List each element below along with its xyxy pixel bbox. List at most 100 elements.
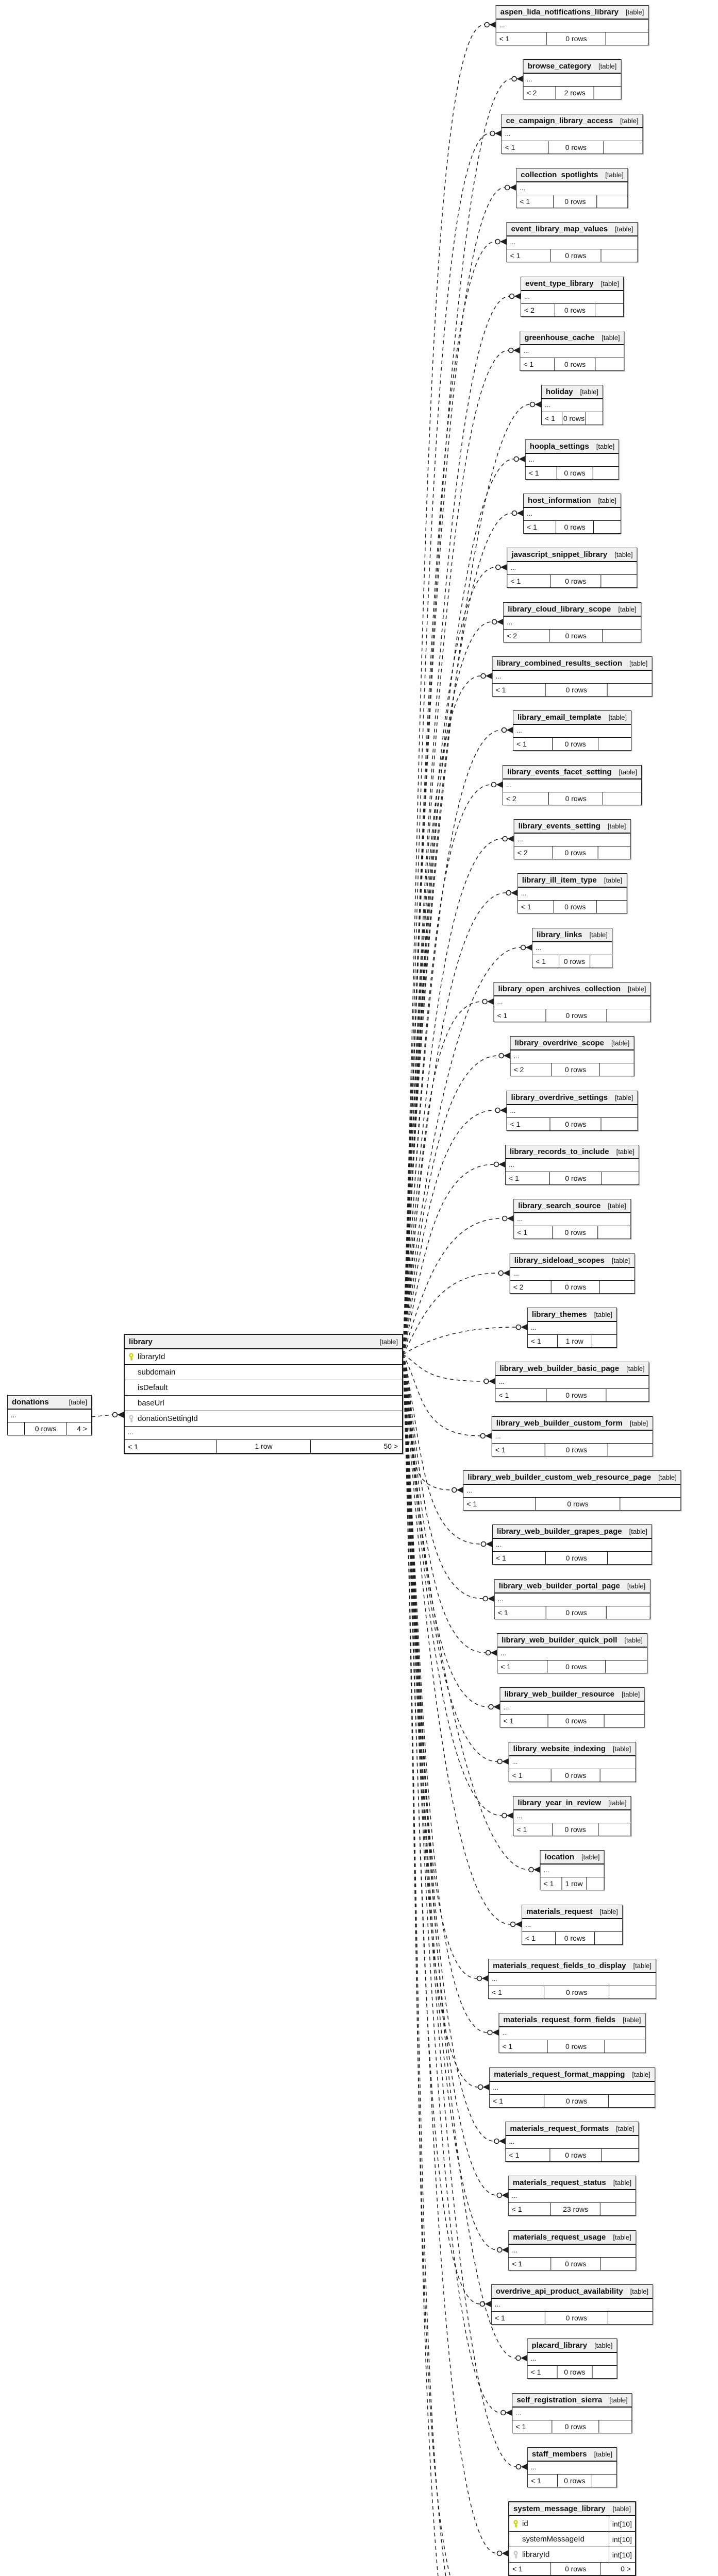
table-name[interactable]: donations: [12, 1398, 49, 1406]
table-node-greenhouse_cache[interactable]: greenhouse_cache [table] ... < 1 0 rows: [520, 331, 624, 371]
table-node-self_registration_sierra[interactable]: self_registration_sierra [table] ... < 1…: [512, 2393, 632, 2433]
table-name[interactable]: event_library_map_values: [511, 225, 608, 233]
table-node-browse_category[interactable]: browse_category [table] ... < 2 2 rows: [523, 59, 622, 99]
table-node-library_year_in_review[interactable]: library_year_in_review [table] ... < 1 0…: [513, 1796, 631, 1836]
table-node-event_type_library[interactable]: event_type_library [table] ... < 2 0 row…: [521, 277, 624, 317]
table-name[interactable]: host_information: [528, 496, 591, 505]
table-node-library_overdrive_scope[interactable]: library_overdrive_scope [table] ... < 2 …: [510, 1036, 634, 1076]
table-node-library_ill_item_type[interactable]: library_ill_item_type [table] ... < 1 0 …: [517, 873, 627, 913]
table-node-library_themes[interactable]: library_themes [table] ... < 1 1 row: [527, 1308, 617, 1348]
table-name[interactable]: library_web_builder_custom_web_resource_…: [467, 1473, 651, 1482]
table-node-library_cloud_library_scope[interactable]: library_cloud_library_scope [table] ... …: [503, 602, 641, 642]
table-node-library_website_indexing[interactable]: library_website_indexing [table] ... < 1…: [509, 1742, 636, 1782]
table-name[interactable]: materials_request_status: [513, 2178, 606, 2187]
table-node-collection_spotlights[interactable]: collection_spotlights [table] ... < 1 0 …: [516, 168, 628, 208]
table-node-library[interactable]: library [table] libraryId subdomain isDe…: [124, 1334, 403, 1454]
table-name[interactable]: library: [129, 1337, 153, 1346]
table-node-library_open_archives_collection[interactable]: library_open_archives_collection [table]…: [493, 982, 650, 1022]
table-name[interactable]: library_open_archives_collection: [498, 985, 621, 993]
table-name[interactable]: self_registration_sierra: [516, 2396, 602, 2404]
table-node-library_web_builder_basic_page[interactable]: library_web_builder_basic_page [table] .…: [495, 1362, 649, 1402]
table-name[interactable]: library_ill_item_type: [522, 876, 597, 885]
table-name[interactable]: library_email_template: [517, 713, 602, 722]
table-node-library_email_template[interactable]: library_email_template [table] ... < 1 0…: [513, 710, 631, 751]
table-name[interactable]: library_events_setting: [519, 822, 600, 831]
table-node-staff_members[interactable]: staff_members [table] ... < 1 0 rows: [527, 2447, 617, 2487]
table-name[interactable]: library_web_builder_custom_form: [496, 1419, 623, 1428]
table-node-location[interactable]: location [table] ... < 1 1 row: [540, 1850, 605, 1890]
table-node-host_information[interactable]: host_information [table] ... < 1 0 rows: [523, 494, 621, 534]
table-name[interactable]: greenhouse_cache: [524, 333, 594, 342]
table-name[interactable]: hoopla_settings: [530, 442, 589, 451]
table-node-library_web_builder_portal_page[interactable]: library_web_builder_portal_page [table] …: [494, 1579, 650, 1619]
table-node-library_web_builder_custom_form[interactable]: library_web_builder_custom_form [table] …: [492, 1416, 653, 1456]
table-name[interactable]: materials_request_formats: [510, 2124, 609, 2133]
table-name[interactable]: materials_request_format_mapping: [494, 2070, 625, 2079]
table-node-hoopla_settings[interactable]: hoopla_settings [table] ... < 1 0 rows: [525, 439, 619, 480]
table-name[interactable]: event_type_library: [525, 279, 594, 288]
table-name[interactable]: library_cloud_library_scope: [508, 605, 611, 614]
table-node-overdrive_api_product_availability[interactable]: overdrive_api_product_availability [tabl…: [491, 2284, 653, 2325]
table-node-materials_request_format_mapping[interactable]: materials_request_format_mapping [table]…: [489, 2067, 655, 2108]
table-name[interactable]: library_records_to_include: [510, 1147, 609, 1156]
table-name[interactable]: library_year_in_review: [517, 1799, 601, 1807]
table-name[interactable]: library_website_indexing: [513, 1744, 606, 1753]
table-name[interactable]: browse_category: [528, 62, 591, 71]
table-name[interactable]: holiday: [546, 387, 573, 396]
table-name[interactable]: ce_campaign_library_access: [506, 116, 613, 125]
table-name[interactable]: aspen_lida_notifications_library: [500, 8, 619, 16]
table-node-library_sideload_scopes[interactable]: library_sideload_scopes [table] ... < 2 …: [510, 1253, 635, 1294]
table-node-library_combined_results_section[interactable]: library_combined_results_section [table]…: [492, 656, 653, 697]
table-node-aspen_lida_notifications_library[interactable]: aspen_lida_notifications_library [table]…: [496, 5, 649, 45]
table-node-materials_request_fields_to_display[interactable]: materials_request_fields_to_display [tab…: [488, 1959, 656, 1999]
table-name[interactable]: materials_request_fields_to_display: [493, 1961, 626, 1970]
table-name[interactable]: library_web_builder_resource: [505, 1690, 614, 1699]
table-node-materials_request_usage[interactable]: materials_request_usage [table] ... < 1 …: [508, 2230, 636, 2270]
table-node-donations[interactable]: donations [table] ... 0 rows 4 >: [7, 1395, 92, 1435]
table-node-materials_request_formats[interactable]: materials_request_formats [table] ... < …: [505, 2122, 639, 2162]
table-node-javascript_snippet_library[interactable]: javascript_snippet_library [table] ... <…: [507, 548, 637, 588]
table-node-library_web_builder_custom_web_resource_page[interactable]: library_web_builder_custom_web_resource_…: [463, 1470, 681, 1511]
stats-rowcount: 0 rows: [550, 2258, 600, 2270]
table-name[interactable]: overdrive_api_product_availability: [496, 2287, 623, 2296]
table-node-ce_campaign_library_access[interactable]: ce_campaign_library_access [table] ... <…: [501, 114, 643, 154]
table-node-library_web_builder_quick_poll[interactable]: library_web_builder_quick_poll [table] .…: [497, 1633, 647, 1673]
table-node-library_search_source[interactable]: library_search_source [table] ... < 1 0 …: [513, 1199, 631, 1239]
table-name[interactable]: location: [545, 1853, 575, 1861]
table-name[interactable]: library_events_facet_setting: [507, 768, 612, 776]
table-name[interactable]: library_overdrive_settings: [511, 1093, 608, 1102]
table-name[interactable]: javascript_snippet_library: [511, 550, 607, 559]
table-node-event_library_map_values[interactable]: event_library_map_values [table] ... < 1…: [506, 222, 638, 262]
table-node-library_events_facet_setting[interactable]: library_events_facet_setting [table] ...…: [503, 765, 642, 805]
table-name[interactable]: collection_spotlights: [521, 171, 598, 179]
table-node-library_overdrive_settings[interactable]: library_overdrive_settings [table] ... <…: [506, 1091, 638, 1131]
table-name[interactable]: library_web_builder_quick_poll: [502, 1636, 617, 1645]
stats-rowcount: 0 rows: [550, 575, 600, 587]
table-node-library_links[interactable]: library_links [table] ... < 1 0 rows: [532, 928, 612, 968]
table-name[interactable]: library_themes: [532, 1310, 587, 1319]
table-name[interactable]: materials_request: [526, 1907, 592, 1916]
table-name[interactable]: materials_request_usage: [513, 2233, 606, 2242]
table-node-library_events_setting[interactable]: library_events_setting [table] ... < 2 0…: [514, 819, 631, 859]
table-node-library_web_builder_resource[interactable]: library_web_builder_resource [table] ...…: [500, 1687, 645, 1727]
table-node-system_message_library[interactable]: system_message_library [table] idint[10]…: [508, 2501, 636, 2576]
table-node-library_records_to_include[interactable]: library_records_to_include [table] ... <…: [505, 1145, 639, 1185]
table-name[interactable]: placard_library: [532, 2341, 588, 2350]
table-name[interactable]: library_overdrive_scope: [515, 1039, 604, 1047]
table-name[interactable]: library_web_builder_portal_page: [499, 1582, 620, 1590]
table-node-library_web_builder_grapes_page[interactable]: library_web_builder_grapes_page [table] …: [492, 1524, 652, 1565]
table-node-placard_library[interactable]: placard_library [table] ... < 1 0 rows: [527, 2338, 617, 2379]
table-name[interactable]: library_search_source: [518, 1201, 600, 1210]
table-name[interactable]: library_web_builder_basic_page: [499, 1364, 619, 1373]
table-node-materials_request_form_fields[interactable]: materials_request_form_fields [table] ..…: [498, 2013, 645, 2053]
table-name[interactable]: staff_members: [532, 2450, 587, 2459]
table-name[interactable]: system_message_library: [513, 2504, 605, 2513]
table-name[interactable]: library_links: [537, 930, 582, 939]
table-node-materials_request[interactable]: materials_request [table] ... < 1 0 rows: [522, 1905, 623, 1945]
table-node-materials_request_status[interactable]: materials_request_status [table] ... < 1…: [508, 2176, 636, 2216]
table-node-holiday[interactable]: holiday [table] ... < 1 0 rows: [541, 385, 603, 425]
table-name[interactable]: library_web_builder_grapes_page: [497, 1527, 622, 1536]
table-name[interactable]: materials_request_form_fields: [503, 2015, 615, 2024]
table-name[interactable]: library_combined_results_section: [497, 659, 622, 668]
table-name[interactable]: library_sideload_scopes: [514, 1256, 605, 1265]
